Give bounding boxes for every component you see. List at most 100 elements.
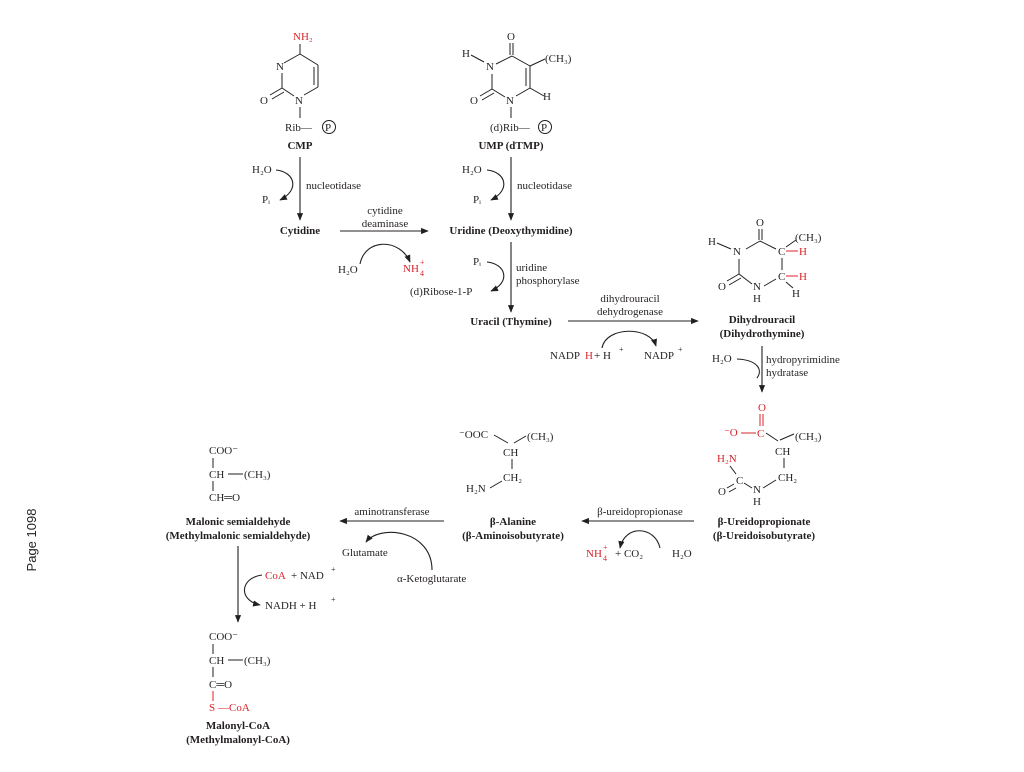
ala-h2n: H₂N: [466, 483, 486, 495]
compound-dihydrouracil-2: (Dihydrothymine): [720, 328, 805, 340]
enzyme-cytidine-deaminase-2: deaminase: [362, 218, 409, 230]
cytidine-h2o: H₂O: [338, 264, 358, 276]
ureido-o-carbonyl: O: [758, 402, 766, 414]
malonic-semialdehyde-structure: COO⁻ CH (CH₃) CH═O: [209, 445, 271, 504]
ureido-h2n: H₂N: [717, 453, 737, 465]
dhu-n1: N: [753, 281, 761, 293]
dhu-h6b: H: [792, 288, 800, 300]
alanine-side-arrow: [365, 531, 433, 571]
dhu-n3: N: [733, 246, 741, 258]
ureido-o-urea: O: [718, 486, 726, 498]
cmp-structure: NH₂ N O N Rib— P: [260, 31, 336, 134]
compound-malonylcoa-1: Malonyl-CoA: [206, 720, 270, 732]
ump-h3: H: [462, 48, 470, 60]
nadph-sup: +: [619, 345, 624, 354]
enzyme-dhd-1: dihydrouracil: [600, 293, 659, 305]
enzyme-hydratase-1: hydropyrimidine: [766, 354, 840, 366]
uridine-side-arrow: [486, 261, 505, 292]
enzyme-nucleotidase-1: nucleotidase: [306, 180, 361, 192]
cmp-pi: Pᵢ: [262, 194, 270, 206]
cmp-phosphate: P: [325, 122, 331, 134]
compound-beta-alanine-1: β-Alanine: [490, 516, 536, 528]
nadph-label: NADP: [550, 350, 580, 362]
ump-o2: O: [470, 95, 478, 107]
nadp-label: NADP: [644, 350, 674, 362]
enzyme-ureidopropionase: β-ureidopropionase: [597, 506, 683, 518]
ureido-nh4-sup: +: [603, 543, 608, 552]
ureido-nh: H: [753, 496, 761, 508]
compound-ureidopropionate-2: (β-Ureidoisobutyrate): [713, 530, 815, 542]
dhu-h5: H: [799, 246, 807, 258]
page-label: Page 1098: [24, 509, 39, 572]
cmp-n1: N: [295, 95, 303, 107]
ump-phosphate: P: [541, 122, 547, 134]
dhu-c6: C: [778, 271, 785, 283]
dhu-o4: O: [756, 217, 764, 229]
ureido-ch2: CH₂: [778, 472, 797, 484]
uridine-pi: Pᵢ: [473, 256, 481, 268]
ureido-ch3: (CH₃): [795, 431, 822, 443]
dhu-h1: H: [753, 293, 761, 305]
dhu-h6a: H: [799, 271, 807, 283]
cmp-nh2: NH₂: [293, 31, 313, 43]
cmp-n3: N: [276, 61, 284, 73]
mcoa-ch3: (CH₃): [244, 655, 271, 667]
glutamate-label: Glutamate: [342, 547, 388, 559]
ump-h6: H: [543, 91, 551, 103]
compound-uridine: Uridine (Deoxythymidine): [449, 225, 572, 237]
ureido-co2: + CO₂: [615, 548, 643, 560]
dhu-h3: H: [708, 236, 716, 248]
nad-sup: +: [331, 565, 336, 574]
enzyme-uridine-phosphorylase-1: uridine: [516, 262, 547, 274]
mcoa-coa: —CoA: [217, 702, 250, 714]
cytidine-nh4: NH: [403, 263, 419, 275]
malonic-side-arrow: [243, 574, 263, 607]
nadph-h-red: H: [585, 350, 593, 362]
compound-ump: UMP (dTMP): [478, 140, 543, 152]
mcoa-co: C═O: [209, 679, 232, 691]
cytidine-side-arrow: [359, 243, 411, 265]
compound-uracil: Uracil (Thymine): [470, 316, 552, 328]
mal-ch: CH: [209, 469, 224, 481]
ala-ch3: (CH₃): [527, 431, 554, 443]
uridine-ribose1p: (d)Ribose-1-P: [410, 286, 472, 298]
ump-n3: N: [486, 61, 494, 73]
ala-ch2: CH₂: [503, 472, 522, 484]
dihydrouracil-structure: O H N C (CH₃) H C H H O N H: [708, 217, 822, 305]
nadh-sup: +: [331, 595, 336, 604]
cytidine-nh4-sub: 4: [420, 269, 424, 278]
enzyme-cytidine-deaminase-1: cytidine: [367, 205, 403, 217]
ketoglutarate-label: α-Ketoglutarate: [397, 573, 466, 585]
nadp-sup: +: [678, 345, 683, 354]
dhu-ch3: (CH₃): [795, 232, 822, 244]
mal-ch3: (CH₃): [244, 469, 271, 481]
ala-ch: CH: [503, 447, 518, 459]
compound-cytidine: Cytidine: [280, 225, 320, 237]
ureido-side-arrow: [618, 530, 661, 549]
mcoa-coo: COO⁻: [209, 631, 238, 643]
dhu-h2o: H₂O: [712, 353, 732, 365]
malonic-nad: + NAD: [291, 570, 324, 582]
ureido-n: N: [753, 484, 761, 496]
ump-pi: Pᵢ: [473, 194, 481, 206]
compound-malonic-2: (Methylmalonic semialdehyde): [166, 530, 311, 542]
beta-alanine-structure: ⁻OOC (CH₃) CH CH₂ H₂N: [459, 429, 554, 495]
ureido-o-minus: ⁻O: [724, 427, 738, 439]
enzyme-uridine-phosphorylase-2: phosphorylase: [516, 275, 580, 287]
compound-malonic-1: Malonic semialdehyde: [186, 516, 291, 528]
enzyme-nucleotidase-2: nucleotidase: [517, 180, 572, 192]
cmp-h2o: H₂O: [252, 164, 272, 176]
enzyme-aminotransferase: aminotransferase: [354, 506, 429, 518]
mal-coo: COO⁻: [209, 445, 238, 457]
ureido-nh4-sub: 4: [603, 554, 607, 563]
compound-dihydrouracil-1: Dihydrouracil: [729, 314, 795, 326]
compound-malonylcoa-2: (Methylmalonyl-CoA): [186, 734, 290, 746]
malonic-coa: CoA: [265, 570, 286, 582]
ureido-h2o: H₂O: [672, 548, 692, 560]
cmp-side-arrow: [275, 169, 294, 201]
ureido-nh4: NH: [586, 548, 602, 560]
ump-rib: (d)Rib—: [490, 122, 531, 134]
enzyme-hydratase-2: hydratase: [766, 367, 808, 379]
